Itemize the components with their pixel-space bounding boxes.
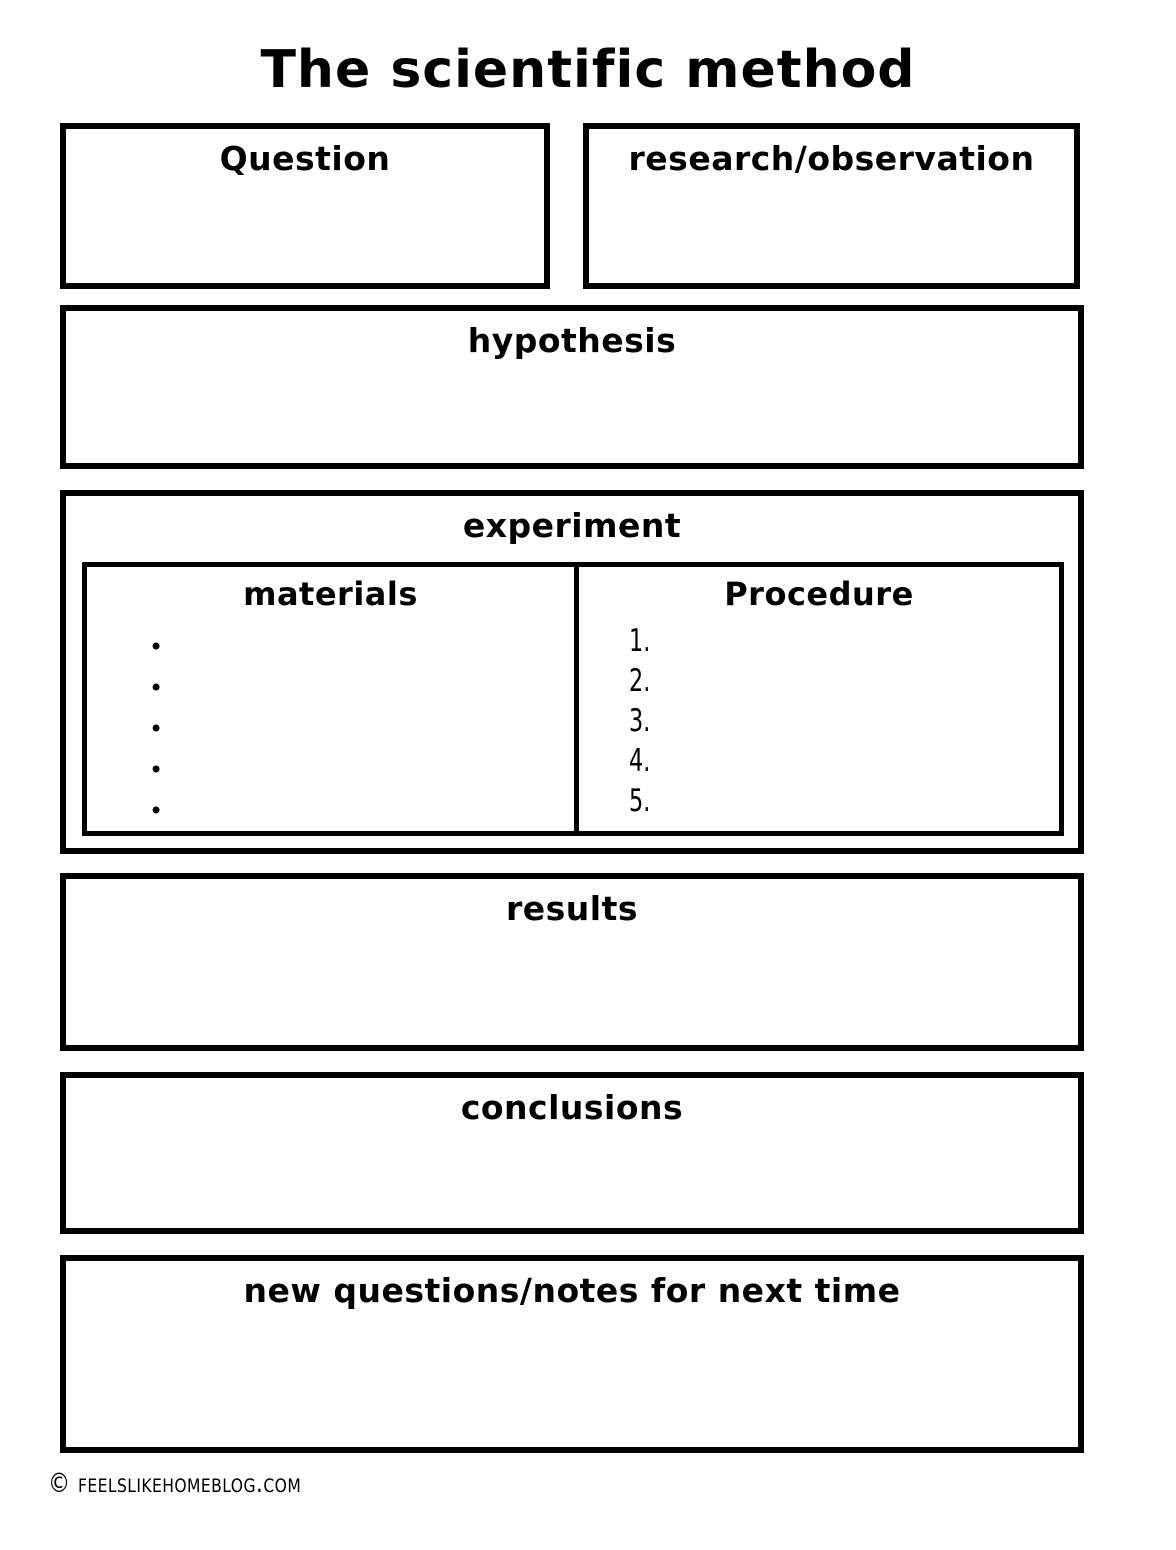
list-number: 2.: [629, 663, 651, 699]
list-number: 4.: [629, 743, 651, 779]
new-questions-box: new questions/notes for next time: [60, 1255, 1084, 1453]
bullet-item: •: [149, 797, 164, 825]
conclusions-box: conclusions: [60, 1072, 1084, 1234]
conclusions-label: conclusions: [460, 1088, 684, 1127]
hypothesis-box: hypothesis: [60, 305, 1084, 469]
procedure-numbered-list: 1. 2. 3. 4. 5.: [579, 621, 1059, 821]
research-observation-box: research/observation: [583, 123, 1080, 289]
experiment-box: experiment materials • • • • • Procedure 1. 2…: [60, 490, 1084, 854]
bullet-item: •: [149, 756, 164, 784]
list-number: 3.: [629, 703, 651, 739]
list-number: 5.: [629, 783, 651, 819]
list-number: 1.: [629, 623, 651, 659]
bullet-item: •: [149, 674, 164, 702]
procedure-label: Procedure: [724, 575, 914, 613]
page-title: The scientific method: [260, 40, 916, 100]
experiment-label: experiment: [462, 506, 682, 545]
copyright-footer: © feelslikehomeblog.com: [48, 1468, 302, 1499]
question-box: Question: [60, 123, 550, 289]
materials-label: materials: [243, 575, 418, 613]
question-label: Question: [219, 139, 391, 178]
results-box: results: [60, 873, 1084, 1051]
materials-procedure-table: materials • • • • • Procedure 1. 2. 3. 4. 5.: [82, 562, 1064, 836]
new-questions-label: new questions/notes for next time: [243, 1271, 901, 1310]
materials-panel: materials • • • • •: [87, 567, 574, 831]
hypothesis-label: hypothesis: [467, 321, 677, 360]
bullet-item: •: [149, 715, 164, 743]
results-label: results: [505, 889, 639, 928]
materials-bullet-list: • • • • •: [87, 627, 574, 832]
procedure-panel: Procedure 1. 2. 3. 4. 5.: [574, 567, 1059, 831]
research-observation-label: research/observation: [628, 139, 1035, 178]
bullet-item: •: [149, 633, 164, 661]
